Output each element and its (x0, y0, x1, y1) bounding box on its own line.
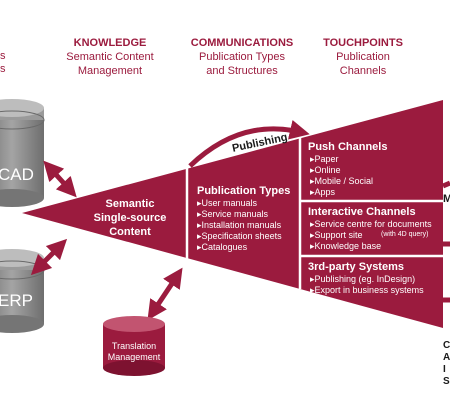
push-channel-item: ▸Online (310, 165, 341, 175)
translation-sync-arrow (147, 267, 183, 321)
translation-database-icon (103, 316, 165, 376)
semantic-line-2: Single-source (94, 212, 167, 224)
interactive-channel-item: ▸Support site (310, 230, 363, 240)
touchpoints-subtitle-1: Publication (336, 51, 390, 63)
communications-header: COMMUNICATIONS Publication Types and Str… (182, 36, 302, 78)
communications-subtitle-2: and Structures (206, 65, 278, 77)
right-cut-line-4: I (443, 364, 446, 375)
publication-type-item: ▸Service manuals (197, 209, 269, 219)
left-cut-line-1: s (0, 50, 6, 62)
publishing-arrow (188, 119, 310, 168)
content-funnel (22, 100, 443, 328)
cad-label: CAD (0, 165, 34, 184)
interactive-channel-item: ▸Service centre for documents (310, 219, 432, 229)
third-party-list: ▸Publishing (eg. InDesign) ▸Export in bu… (310, 274, 424, 295)
interactive-channels-title: Interactive Channels (308, 206, 416, 218)
semantic-line-3: Content (109, 226, 151, 238)
translation-line-1: Translation (112, 341, 156, 351)
erp-label: ERP (0, 291, 33, 310)
communications-subtitle-1: Publication Types (198, 51, 286, 63)
publication-type-item: ▸Installation manuals (197, 220, 282, 230)
erp-sync-arrow (30, 238, 68, 276)
publication-type-item: ▸User manuals (197, 198, 258, 208)
publication-types-title: Publication Types (197, 185, 290, 197)
knowledge-header: KNOWLEDGE Semantic Content Management (60, 36, 160, 78)
push-channels-title: Push Channels (308, 141, 387, 153)
right-cut-line-2: C (443, 340, 450, 351)
push-channel-item: ▸Paper (310, 154, 339, 164)
touchpoints-header: TOUCHPOINTS Publication Channels (318, 36, 408, 78)
push-channels-list: ▸Paper ▸Online ▸Mobile / Social ▸Apps (310, 154, 373, 197)
cad-sync-arrow (43, 160, 77, 198)
communications-title: COMMUNICATIONS (190, 37, 294, 49)
publication-type-item: ▸Specification sheets (197, 231, 282, 241)
publication-type-item: ▸Catalogues (197, 242, 248, 252)
touchpoints-title: TOUCHPOINTS (323, 37, 403, 49)
push-channel-item: ▸Apps (310, 187, 336, 197)
knowledge-subtitle-2: Management (77, 65, 143, 77)
knowledge-title: KNOWLEDGE (73, 37, 147, 49)
right-cut-line-3: A (443, 352, 450, 363)
interactive-channel-item: ▸Knowledge base (310, 241, 381, 251)
cad-database-icon (0, 99, 45, 207)
interactive-channels-list: ▸Service centre for documents ▸Support s… (310, 219, 432, 251)
right-arrow-top (442, 180, 450, 189)
translation-line-2: Management (108, 352, 161, 362)
touchpoints-subtitle-2: Channels (339, 65, 387, 77)
right-cut-text-bottom: C A I S (443, 340, 450, 388)
knowledge-subtitle-1: Semantic Content (66, 51, 154, 63)
right-cut-line-1: M (443, 193, 450, 205)
interactive-channels-note: (with 4D query) (381, 231, 428, 238)
right-cut-text-top: M (443, 193, 450, 206)
push-channel-item: ▸Mobile / Social (310, 176, 373, 186)
left-cut-text: s s (0, 50, 6, 76)
semantic-line-1: Semantic (106, 198, 155, 210)
left-cut-line-2: s (0, 63, 6, 75)
third-party-item: ▸Publishing (eg. InDesign) (310, 274, 415, 284)
third-party-title: 3rd-party Systems (308, 261, 404, 273)
right-cut-line-5: S (443, 376, 450, 387)
publication-types-list: ▸User manuals ▸Service manuals ▸Installa… (197, 198, 282, 252)
third-party-item: ▸Export in business systems (310, 285, 424, 295)
